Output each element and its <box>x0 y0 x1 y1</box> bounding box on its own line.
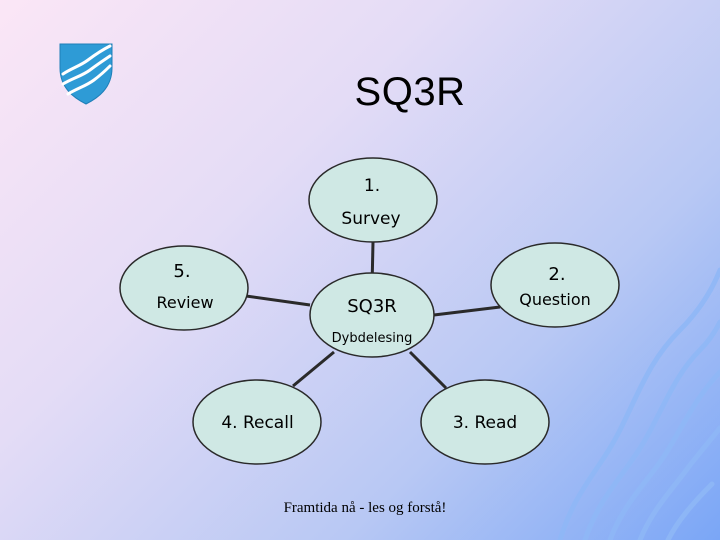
connector-question <box>433 305 501 317</box>
review-ellipse <box>119 245 249 331</box>
node-2-label: Question <box>519 290 591 309</box>
center-label: SQ3R <box>347 296 397 317</box>
node-5-label: Review <box>156 293 214 312</box>
question-ellipse <box>490 242 620 328</box>
footer-tagline: Framtida nå - les og forstå! <box>283 500 447 516</box>
survey-ellipse <box>308 157 438 243</box>
node-1-label: Survey <box>341 209 401 229</box>
node-5-number: 5. <box>173 261 191 282</box>
read-ellipse <box>420 379 550 465</box>
node-2-number: 2. <box>548 264 566 285</box>
slide-title: SQ3R <box>354 70 466 114</box>
center-ellipse <box>309 272 435 358</box>
node-4-label: 4. Recall <box>221 413 294 433</box>
node-3-label: 3. Read <box>452 413 518 433</box>
node-1-number: 1. <box>363 176 381 196</box>
center-sublabel: Dybdelesing <box>331 331 413 346</box>
connector-read <box>408 350 448 390</box>
connector-recall <box>292 350 335 388</box>
connector-review <box>245 294 311 307</box>
recall-ellipse <box>192 379 322 465</box>
